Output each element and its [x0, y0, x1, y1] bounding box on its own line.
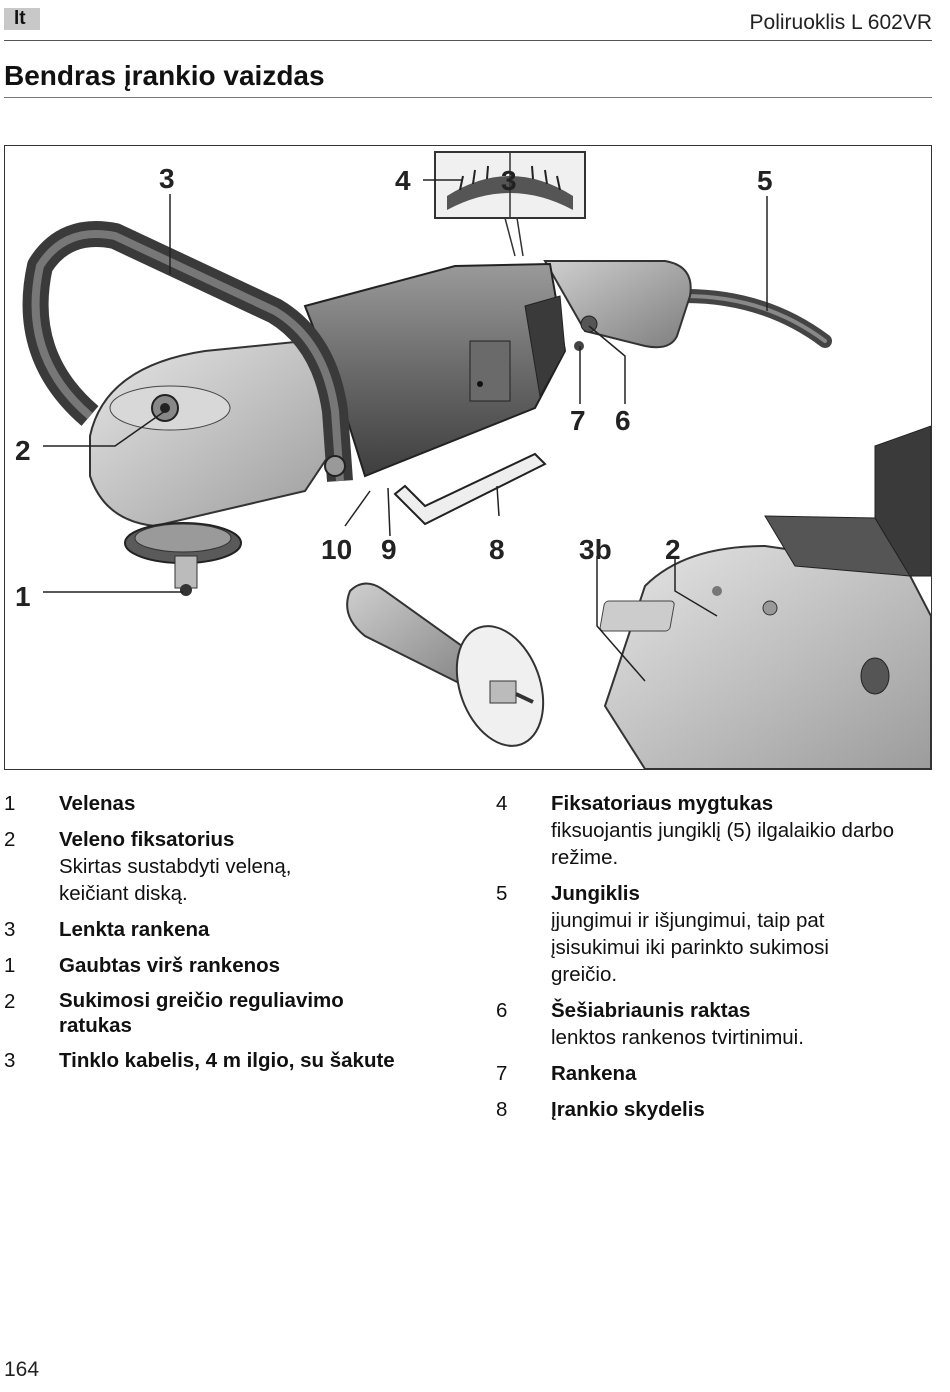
callout-10: 10 [321, 534, 352, 565]
detail-gear-head [599, 425, 931, 769]
hex-key [393, 452, 547, 526]
callout-4: 4 [395, 165, 411, 196]
callout-5: 5 [757, 165, 773, 196]
legend-item: 7 Rankena [496, 1062, 637, 1085]
document-title: Poliruoklis L 602VR [749, 11, 932, 34]
callout-6: 6 [615, 405, 631, 436]
header-rule [4, 40, 932, 41]
page-heading: Bendras įrankio vaizdas [4, 60, 325, 91]
side-handle [346, 582, 545, 747]
callout-9: 9 [381, 534, 397, 565]
callout-3b: 3b [579, 534, 612, 565]
language-badge: lt [4, 8, 40, 30]
callout-leaders [43, 179, 768, 682]
legend-item: 3 Tinklo kabelis, 4 m ilgio, su šakute [4, 1049, 395, 1072]
power-cable [678, 289, 832, 348]
heading-rule [4, 97, 932, 98]
callout-8: 8 [489, 534, 505, 565]
rear-handle [543, 260, 692, 349]
legend-item: 1 Gaubtas virš rankenos [4, 954, 281, 977]
tool-overview-figure: 3 4 3 5 2 7 6 10 9 8 3b 2 1 [4, 145, 932, 770]
page-number: 164 [4, 1358, 40, 1381]
gear-head [89, 339, 337, 528]
callout-1: 1 [15, 581, 31, 612]
callout-2: 2 [15, 435, 31, 466]
callout-3: 3 [159, 163, 175, 194]
legend-item: 2 Sukimosi greičio reguliavimo ratukas [4, 989, 344, 1037]
speed-dial-inset [434, 151, 586, 257]
legend-item: 3 Lenkta rankena [4, 918, 210, 941]
callout-3-inset: 3 [501, 165, 517, 196]
callout-7: 7 [570, 405, 586, 436]
legend-item: 1 Velenas [4, 792, 136, 815]
callout-2-detail: 2 [665, 534, 681, 565]
legend-item: 8 Įrankio skydelis [496, 1098, 705, 1121]
